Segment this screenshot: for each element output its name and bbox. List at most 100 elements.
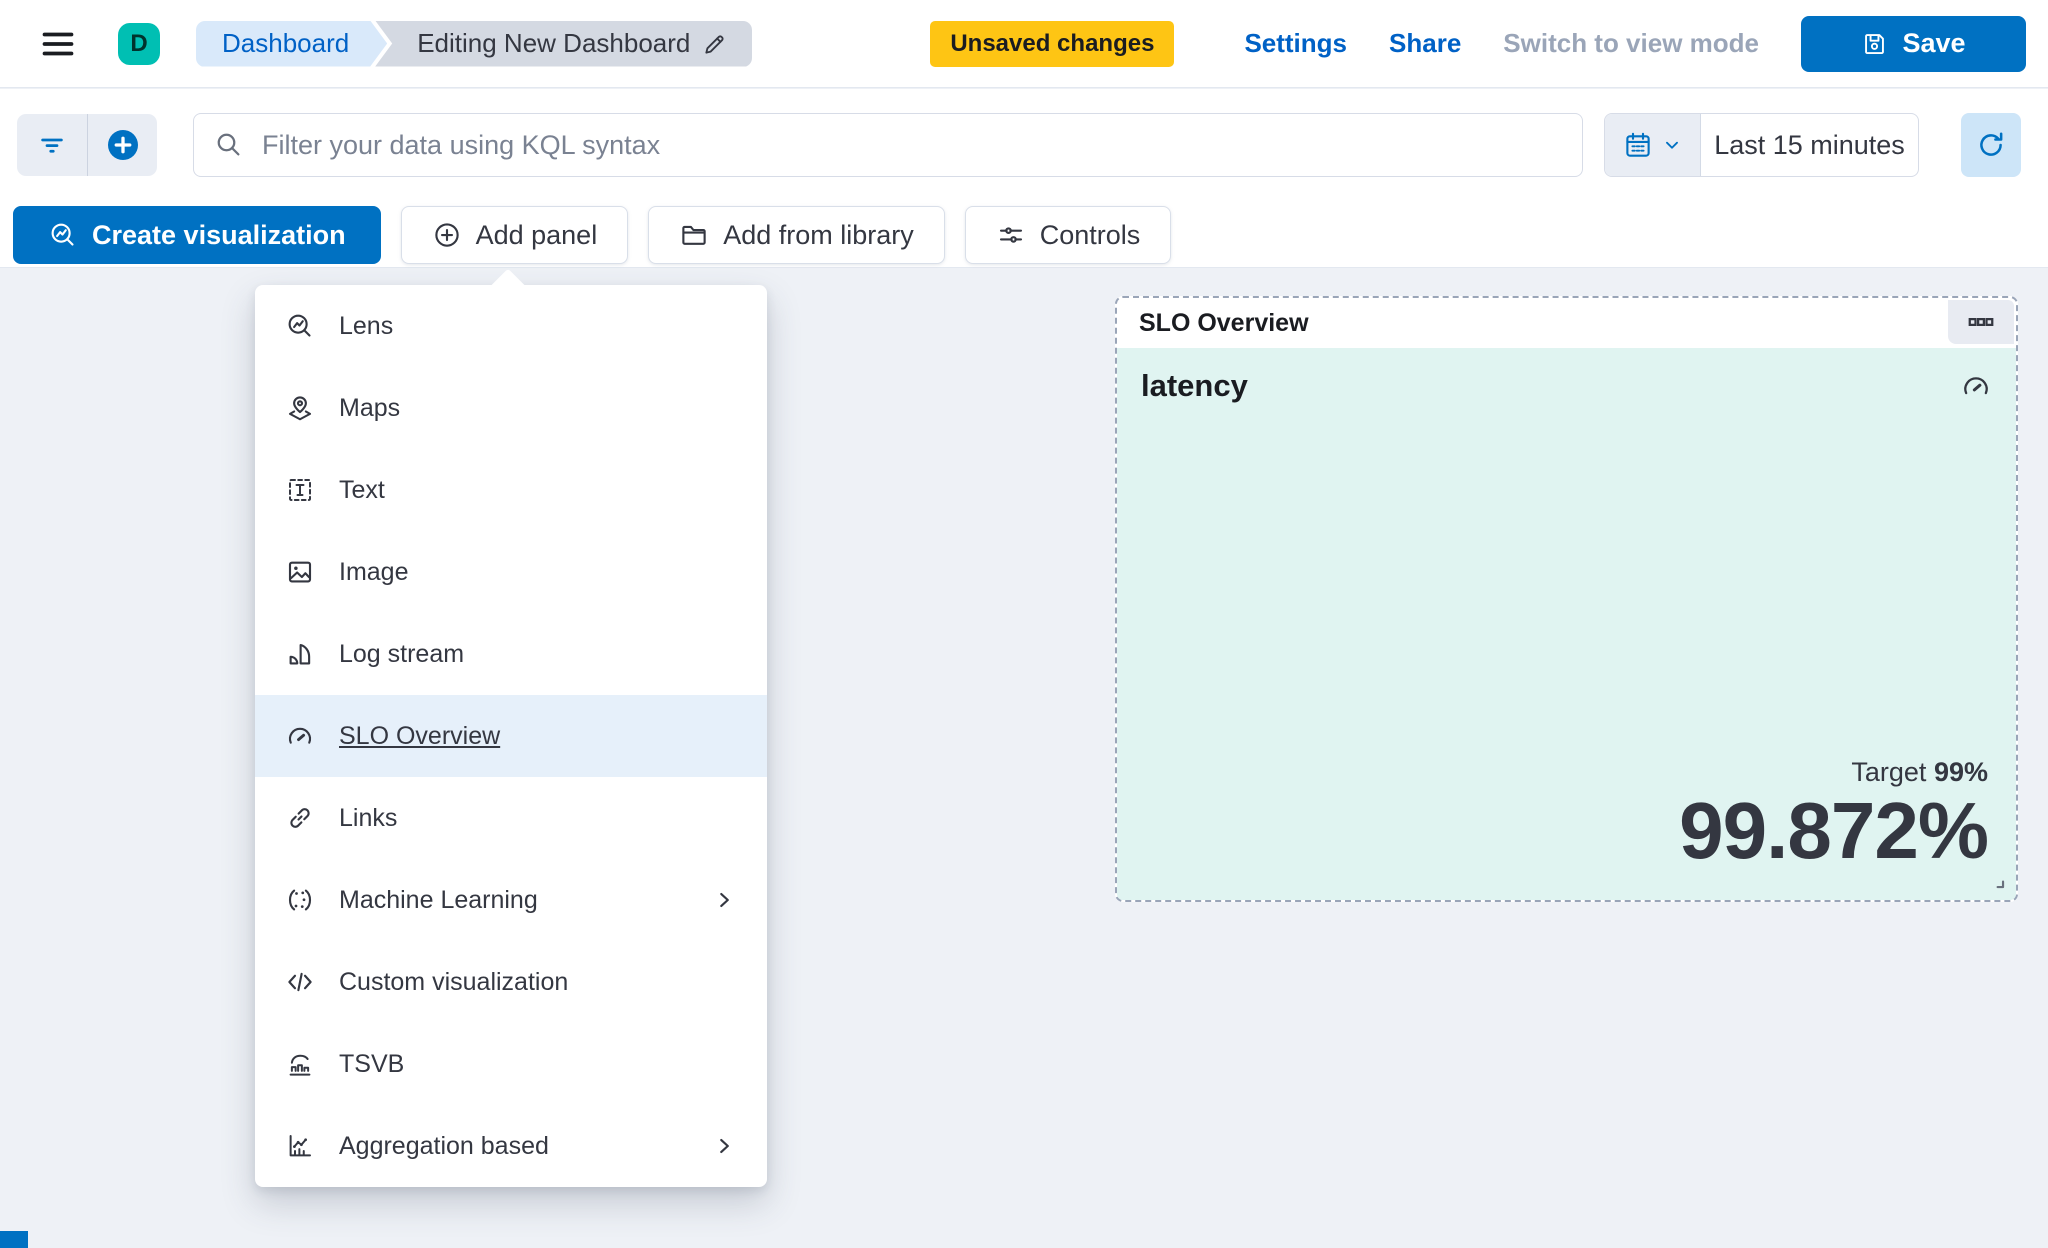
query-toolbar-area: Last 15 minutes Create visualization Add… <box>0 89 2048 268</box>
folder-icon <box>682 225 706 245</box>
menu-item-machine-learning[interactable]: Machine Learning <box>255 859 767 941</box>
slo-value: 99.872% <box>1679 785 1989 875</box>
kql-search-input[interactable] <box>262 129 1562 161</box>
dashboard-canvas: Lens Maps Text Image Log stream SLO Over… <box>0 269 2048 1248</box>
slo-card[interactable]: latency Target 99% 99.872% <box>1117 348 2016 900</box>
resize-corner-icon <box>1996 880 2005 889</box>
time-range-button[interactable]: Last 15 minutes <box>1701 114 1918 176</box>
edit-pencil-icon <box>705 34 724 54</box>
sliders-icon <box>999 227 1022 243</box>
maps-icon <box>288 396 312 421</box>
machine-learning-icon <box>288 889 312 911</box>
menu-toggle-button[interactable] <box>36 22 80 66</box>
share-link[interactable]: Share <box>1389 28 1462 58</box>
menu-item-slo-overview[interactable]: SLO Overview <box>255 695 767 777</box>
bottom-left-blue-strip <box>0 1231 28 1248</box>
menu-item-aggregation-based[interactable]: Aggregation based <box>255 1105 767 1187</box>
filter-button[interactable] <box>17 114 87 176</box>
edit-toolbar: Create visualization Add panel Add from … <box>13 206 1172 264</box>
panel-options-button[interactable] <box>1948 300 2014 344</box>
breadcrumb-dashboard[interactable]: Dashboard <box>196 21 387 67</box>
controls-button[interactable]: Controls <box>964 206 1172 264</box>
menu-item-label: Aggregation based <box>339 1131 549 1160</box>
menu-item-lens[interactable]: Lens <box>255 285 767 367</box>
slo-metric: Target 99% 99.872% <box>1679 757 1989 875</box>
agg-chart-icon <box>289 1135 311 1157</box>
panel-options-icon <box>1968 317 1994 326</box>
link-icon <box>290 808 310 828</box>
menu-item-label: Maps <box>339 393 401 422</box>
add-from-library-label: Add from library <box>723 219 914 250</box>
menu-item-label: Text <box>339 475 385 504</box>
breadcrumb-current[interactable]: Editing New Dashboard <box>375 20 753 67</box>
menu-item-label: Image <box>339 557 409 586</box>
slo-target-value: 99% <box>1933 756 1988 787</box>
menu-item-label: Log stream <box>339 639 465 668</box>
hamburger-icon <box>42 32 74 55</box>
refresh-button[interactable] <box>1961 113 2021 177</box>
add-from-library-button[interactable]: Add from library <box>648 206 945 264</box>
controls-label: Controls <box>1039 219 1141 250</box>
menu-item-label: SLO Overview <box>339 721 501 750</box>
menu-item-log-stream[interactable]: Log stream <box>255 613 767 695</box>
filter-icon <box>41 138 63 153</box>
kql-search-bar[interactable] <box>193 113 1583 177</box>
slo-target: Target 99% <box>1679 757 1988 788</box>
menu-item-label: Machine Learning <box>339 885 538 914</box>
breadcrumb-current-label: Editing New Dashboard <box>417 28 691 58</box>
slo-overview-panel: SLO Overview latency Target 99% 99.872% <box>1115 296 2018 902</box>
chevron-right-icon <box>720 1138 729 1154</box>
header-bar: D Dashboard Editing New Dashboard Unsave… <box>0 0 2048 88</box>
unsaved-changes-badge: Unsaved changes <box>930 20 1175 67</box>
slo-target-label: Target <box>1851 756 1927 787</box>
filter-controls-group <box>17 114 157 176</box>
space-avatar[interactable]: D <box>118 22 160 65</box>
chevron-right-icon <box>720 892 729 908</box>
save-button[interactable]: Save <box>1801 15 2026 72</box>
menu-item-label: Lens <box>339 311 394 340</box>
add-panel-button[interactable]: Add panel <box>400 206 629 264</box>
gauge-icon <box>1964 377 1988 395</box>
menu-item-label: TSVB <box>339 1049 405 1078</box>
add-panel-label: Add panel <box>475 219 598 250</box>
breadcrumb-dashboard-label: Dashboard <box>196 21 387 67</box>
save-button-label: Save <box>1902 28 1966 58</box>
plus-circle-icon <box>107 130 138 160</box>
refresh-icon <box>1980 132 2003 156</box>
panel-title: SLO Overview <box>1139 308 1309 337</box>
panel-resize-handle[interactable] <box>1983 867 2009 893</box>
image-icon <box>288 561 312 583</box>
log-stream-icon <box>289 643 311 665</box>
text-icon <box>289 479 311 501</box>
panel-header: SLO Overview <box>1117 298 2016 348</box>
switch-to-view-mode-link[interactable]: Switch to view mode <box>1503 28 1759 58</box>
create-visualization-button[interactable]: Create visualization <box>13 206 381 264</box>
lens-icon <box>51 223 74 246</box>
create-visualization-label: Create visualization <box>92 219 346 250</box>
menu-item-maps[interactable]: Maps <box>255 367 767 449</box>
plus-in-circle-icon <box>434 223 459 247</box>
date-picker-button[interactable] <box>1605 114 1701 176</box>
header-actions: Unsaved changes Settings Share Switch to… <box>930 15 2048 72</box>
menu-item-image[interactable]: Image <box>255 531 767 613</box>
add-filter-button[interactable] <box>87 114 157 176</box>
menu-item-tsvb[interactable]: TSVB <box>255 1023 767 1105</box>
time-range-label: Last 15 minutes <box>1714 129 1905 160</box>
chevron-down-icon <box>1665 141 1678 149</box>
time-picker: Last 15 minutes <box>1604 113 1919 177</box>
slo-name: latency <box>1141 368 1248 403</box>
lens-icon <box>288 314 311 337</box>
menu-item-links[interactable]: Links <box>255 777 767 859</box>
save-floppy-icon <box>1865 34 1885 55</box>
add-panel-menu: Lens Maps Text Image Log stream SLO Over… <box>255 285 767 1187</box>
code-icon <box>288 972 312 992</box>
menu-item-label: Custom visualization <box>339 967 569 996</box>
tsvb-icon <box>289 1054 311 1076</box>
search-icon <box>217 133 240 156</box>
breadcrumb: Dashboard Editing New Dashboard <box>196 20 753 67</box>
settings-link[interactable]: Settings <box>1244 28 1348 58</box>
menu-item-text[interactable]: Text <box>255 449 767 531</box>
menu-item-custom-visualization[interactable]: Custom visualization <box>255 941 767 1023</box>
menu-item-label: Links <box>339 803 398 832</box>
calendar-icon <box>1625 132 1650 157</box>
